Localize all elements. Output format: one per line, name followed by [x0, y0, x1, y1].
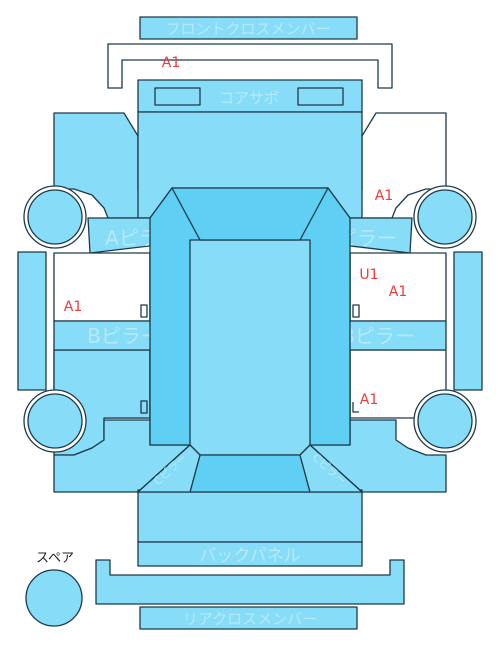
core-support-label: コアサポ	[219, 89, 279, 107]
left-floor-marker-front	[140, 304, 148, 318]
right-floor-marker-rear	[352, 402, 359, 413]
windshield	[171, 187, 329, 241]
back-panel-label: バックパネル	[199, 546, 300, 566]
wheel-front-right-tire	[417, 189, 473, 245]
back-panel	[137, 541, 363, 567]
spare-label: スペア	[36, 551, 74, 566]
rear-cross-member	[139, 606, 358, 630]
damage-code-front-cross-member: A1	[162, 55, 180, 71]
wheel-rear-left-tire	[27, 393, 83, 449]
left-floor-front	[53, 252, 151, 322]
damage-code-right-front-inner: A1	[375, 188, 393, 204]
wheel-front-left-tire	[27, 189, 83, 245]
c-pillar-right	[299, 444, 363, 493]
rear-floor-section	[137, 489, 363, 543]
core-support-left-hole	[154, 87, 201, 106]
right-side-sill	[453, 251, 483, 391]
left-floor-marker-rear	[140, 400, 148, 414]
core-support-right-hole	[297, 87, 344, 106]
rear-bumper-outline	[95, 559, 405, 605]
right-floor-marker-front	[352, 304, 360, 318]
right-floor-front	[349, 252, 447, 322]
b-pillar-right-label: Bピラー	[341, 324, 415, 348]
wheel-rear-right-tire	[417, 393, 473, 449]
left-side-sill	[17, 251, 47, 391]
damage-code-left-floor: A1	[64, 299, 82, 315]
front-cross-member-label: フロントクロスメンバー	[165, 20, 330, 38]
damage-code-right-floor-u: U1	[359, 267, 378, 283]
b-pillar-left-label: Bピラー	[87, 324, 161, 348]
cabin-roof	[189, 239, 311, 456]
spare-tire	[25, 569, 83, 627]
rear-cross-member-label: リアクロスメンバー	[183, 610, 317, 628]
damage-code-right-floor-a: A1	[389, 284, 407, 300]
rear-window	[189, 454, 311, 493]
damage-code-right-rear: A1	[360, 392, 378, 408]
c-pillar-left	[137, 444, 201, 493]
front-cross-member	[139, 16, 358, 40]
front-bumper-outline	[107, 43, 393, 89]
